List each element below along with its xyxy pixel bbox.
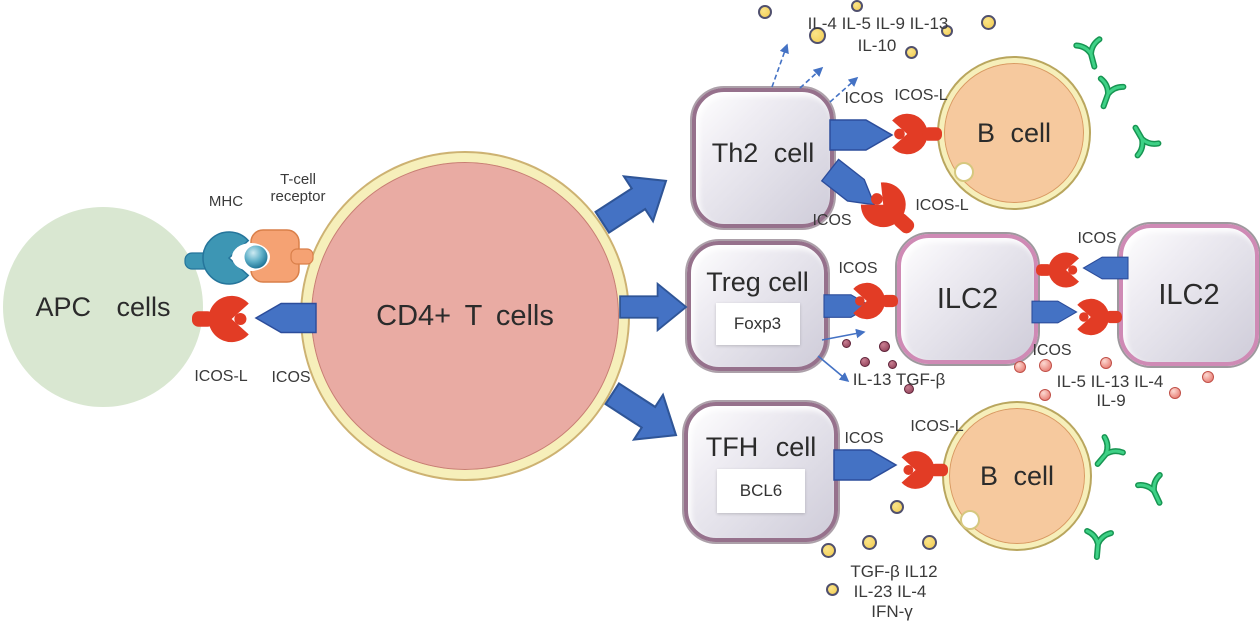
mhc-icon xyxy=(184,231,250,285)
mhc-label: MHC xyxy=(208,193,244,210)
tfh-bcell-icosl-label: ICOS-L xyxy=(910,418,964,435)
mhc-tcr-complex xyxy=(184,229,314,285)
tfh-cytokines-line3: IFN-γ xyxy=(871,602,913,621)
ilc2-cytokines-line2: IL-9 xyxy=(1096,391,1126,410)
cytokine-dot-icon xyxy=(821,543,836,558)
cytokine-dot-icon xyxy=(941,25,953,37)
differentiation-arrow-icon xyxy=(604,382,678,441)
cd4-t-cell-label: CD4+ T cells xyxy=(376,299,554,332)
treg-ilc2-icos-label: ICOS xyxy=(838,260,878,277)
cytokine-dot-icon xyxy=(860,357,870,367)
cytokine-dot-icon xyxy=(904,384,914,394)
treg-cytokines-line1: IL-13 TGF-β xyxy=(852,370,946,389)
th2-cell: Th2 cell xyxy=(692,88,834,228)
tcr-label-line2: receptor xyxy=(270,187,326,205)
secretion-arrow-icon xyxy=(829,76,859,103)
icos-arrow-icon xyxy=(254,302,317,334)
th2-bcell-icosl-label: ICOS-L xyxy=(894,87,948,104)
icos-l-receptor-icon xyxy=(860,182,915,234)
b-cell-top: B cell xyxy=(939,58,1089,208)
icos-arrow-icon xyxy=(820,158,876,206)
differentiation-arrow-icon xyxy=(619,281,688,333)
b-cell-top-label: B cell xyxy=(976,117,1052,148)
icos-arrow-icon xyxy=(833,449,898,481)
cytokine-dot-icon xyxy=(758,5,772,19)
cytokine-dot-icon xyxy=(981,15,996,30)
secretion-arrow-icon xyxy=(799,66,824,89)
cytokine-dot-icon xyxy=(842,339,851,348)
icos-arrow-icon xyxy=(1031,300,1078,324)
ilc2-cell-left: ILC2 xyxy=(897,234,1038,364)
foxp3-box: Foxp3 xyxy=(715,303,800,345)
tfh-bcell-icos-label: ICOS xyxy=(844,430,884,447)
bcl6-box: BCL6 xyxy=(717,468,805,513)
cytokine-dot-icon xyxy=(851,0,863,12)
cytokine-dot-icon xyxy=(905,46,918,59)
icos-l-receptor-icon xyxy=(1077,298,1122,336)
ilc2-left-label: ILC2 xyxy=(936,282,999,315)
cytokine-dot-icon xyxy=(1039,359,1052,372)
tfh-cytokines-line1: TGF-β IL12 xyxy=(850,562,938,581)
icos-l-receptor-icon xyxy=(853,282,898,320)
th2-ilc2-icos-label: ICOS xyxy=(812,212,852,229)
cd4-t-cell: CD4+ T cells xyxy=(302,153,628,479)
differentiation-arrow-icon xyxy=(594,175,668,234)
treg-cell: Treg cell Foxp3 xyxy=(687,241,828,371)
apc-cell-label: APC cells xyxy=(35,291,171,322)
ilc2-right-label: ILC2 xyxy=(1158,278,1220,311)
antibody-icon xyxy=(1132,124,1162,159)
th2-bcell-icos-label: ICOS xyxy=(844,90,884,107)
secretion-arrow-icon xyxy=(821,328,866,341)
icos-l-receptor-icon xyxy=(192,295,249,343)
antibody-icon xyxy=(1094,434,1126,467)
cytokine-dot-icon xyxy=(1169,387,1181,399)
secretion-arrow-icon xyxy=(817,355,850,383)
cytokine-dot-icon xyxy=(879,341,890,352)
tcr-label: T-cell receptor xyxy=(270,171,326,205)
treg-cell-label: Treg cell xyxy=(706,267,809,297)
icos-l-receptor-icon xyxy=(1036,252,1079,288)
tfh-cell: TFH cell BCL6 xyxy=(684,402,838,542)
ilc2-cell-right: ILC2 xyxy=(1119,224,1259,366)
b-cell-top-notch xyxy=(954,162,974,182)
apc-icos-label: ICOS xyxy=(271,369,311,386)
secretion-arrow-icon xyxy=(771,43,789,88)
cytokine-dot-icon xyxy=(888,360,897,369)
foxp3-label: Foxp3 xyxy=(733,314,782,333)
antibody-icon xyxy=(1084,527,1115,560)
ilc2-bottom-icos-label: ICOS xyxy=(1032,342,1072,359)
th2-cell-label: Th2 cell xyxy=(711,137,815,168)
b-cell-bottom-label: B cell xyxy=(979,460,1055,491)
icos-l-receptor-icon xyxy=(901,451,948,489)
antibody-icon xyxy=(1135,472,1163,506)
ilc2-top-icos-label: ICOS xyxy=(1077,230,1117,247)
cytokine-dot-icon xyxy=(1202,371,1214,383)
ilc2-cytokines-line1: IL-5 IL-13 IL-4 xyxy=(1056,372,1164,391)
antibody-icon xyxy=(1073,36,1103,70)
bcl6-label: BCL6 xyxy=(739,480,783,500)
cytokine-dot-icon xyxy=(1014,361,1026,373)
cytokine-dot-icon xyxy=(826,583,839,596)
th2-cytokines-line1: IL-4 IL-5 IL-9 IL-13 xyxy=(807,14,949,33)
b-cell-bottom-notch xyxy=(960,510,980,530)
apc-cell: APC cells xyxy=(3,207,203,407)
th2-cytokines-line2: IL-10 xyxy=(857,36,897,55)
cytokine-dot-icon xyxy=(922,535,937,550)
cytokine-dot-icon xyxy=(809,27,826,44)
tfh-cell-label: TFH cell xyxy=(705,431,817,462)
icos-arrow-icon xyxy=(1082,256,1129,280)
icos-l-receptor-icon xyxy=(892,113,942,155)
tfh-cytokines-line2: IL-23 IL-4 xyxy=(853,582,927,601)
th2-ilc2-icosl-label: ICOS-L xyxy=(915,197,969,214)
apc-icosl-label: ICOS-L xyxy=(194,368,248,385)
icos-arrow-icon xyxy=(829,119,894,151)
cytokine-dot-icon xyxy=(1039,389,1051,401)
cytokine-dot-icon xyxy=(1100,357,1112,369)
cytokine-dot-icon xyxy=(890,500,904,514)
tcr-label-line1: T-cell xyxy=(280,171,316,188)
antigen-peptide-icon xyxy=(244,245,268,269)
cytokine-dot-icon xyxy=(862,535,877,550)
antibody-icon xyxy=(1097,75,1127,110)
